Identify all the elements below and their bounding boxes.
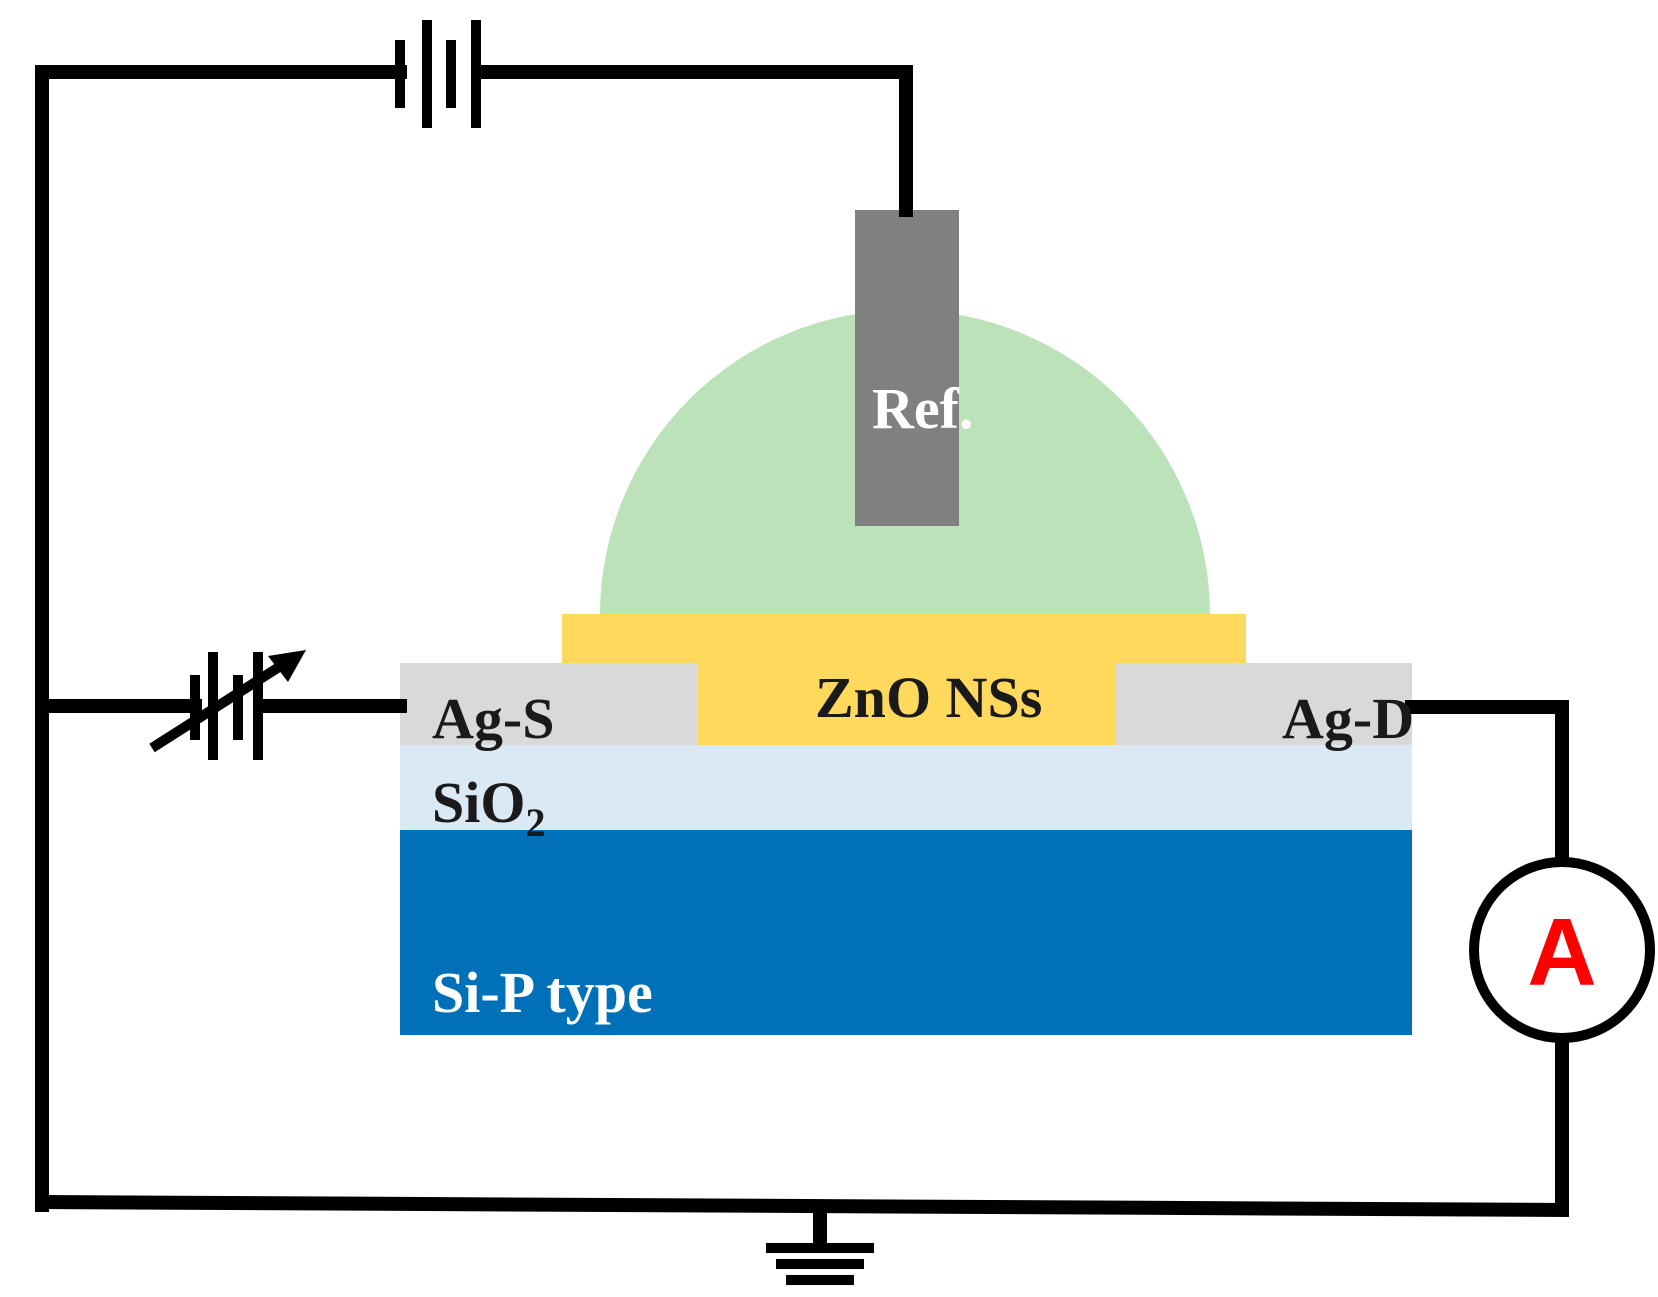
oxide-layer-label: SiO2 — [432, 770, 546, 845]
zno-layer-label: ZnO NSs — [815, 665, 1042, 730]
ag-source-contact — [400, 663, 698, 745]
reference-electrode-label: Ref. — [872, 376, 973, 441]
oxide-label-subscript: 2 — [526, 800, 546, 845]
si-substrate-layer — [400, 830, 1412, 1035]
reference-electrode — [855, 210, 959, 526]
source-contact-label: Ag-S — [432, 686, 554, 751]
battery-symbol — [395, 20, 481, 128]
substrate-label: Si-P type — [432, 960, 653, 1025]
circuit-wires — [34, 65, 1570, 1218]
sio2-layer — [400, 745, 1412, 830]
arrow-head-icon — [268, 650, 306, 682]
ag-drain-contact — [1115, 663, 1412, 745]
ground-symbol — [766, 1203, 874, 1285]
variable-voltage-source-symbol — [149, 650, 306, 760]
ammeter-symbol — [1469, 857, 1655, 1043]
ammeter-label: A — [1527, 899, 1596, 1006]
oxide-label-main: SiO — [432, 770, 526, 835]
drain-contact-label: Ag-D — [1282, 686, 1414, 751]
